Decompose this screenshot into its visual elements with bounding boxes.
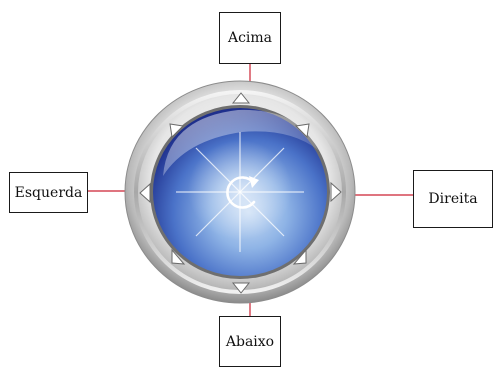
center-glow xyxy=(188,140,292,240)
label-left-text: Esquerda xyxy=(15,186,83,200)
label-up-text: Acima xyxy=(228,31,272,45)
label-right-text: Direita xyxy=(428,192,477,206)
label-down-text: Abaixo xyxy=(226,335,274,349)
label-box-right: Direita xyxy=(413,170,493,228)
label-box-left: Esquerda xyxy=(9,172,88,213)
label-box-down: Abaixo xyxy=(219,316,281,367)
label-box-up: Acima xyxy=(219,12,281,64)
